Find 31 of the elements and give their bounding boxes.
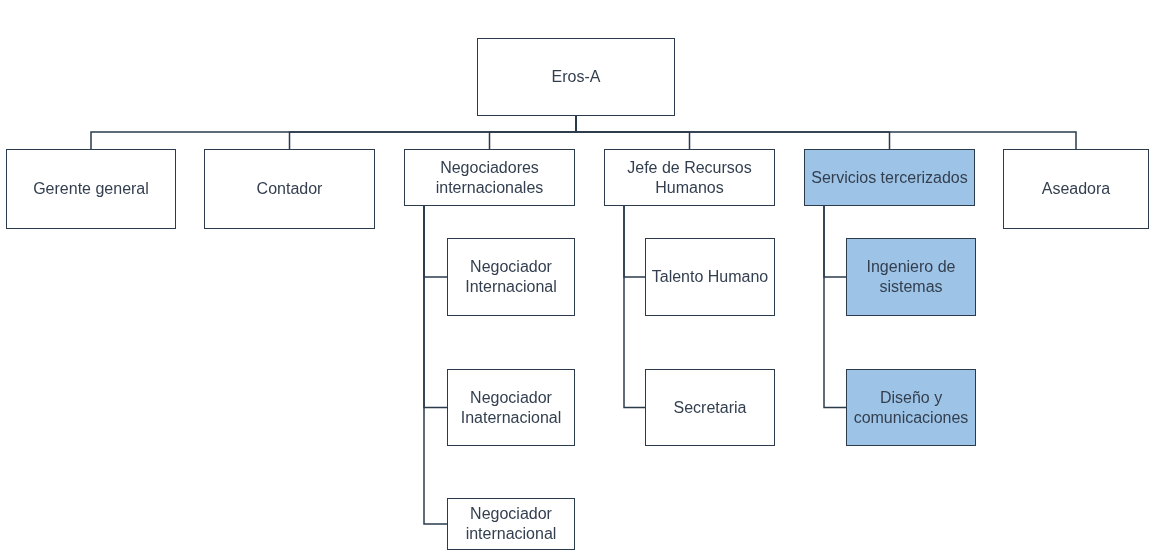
position-title: Ingeniero de sistemas: [865, 257, 957, 297]
connector-line: [623, 205, 646, 409]
position-title: Eros-A: [551, 67, 601, 87]
position-title: Negociador Internacional: [464, 257, 558, 297]
position-title: Aseadora: [1041, 179, 1111, 199]
position-box: [1003, 149, 1149, 229]
position-box: [645, 238, 775, 316]
highlighted-position-box: [846, 369, 976, 446]
position-title: Negociador Inaternacional: [459, 387, 563, 428]
position-box: [604, 149, 775, 206]
highlighted-position-box: [804, 149, 975, 206]
position-box: [404, 149, 575, 206]
highlighted-position-box: [846, 238, 976, 316]
position-title: Jefe de Recursos Humanos: [626, 157, 753, 198]
connector-line: [823, 205, 847, 409]
position-title: Secretaria: [673, 397, 747, 418]
position-title: Diseño y comunicaciones: [852, 387, 970, 428]
position-title: Gerente general: [33, 179, 149, 199]
position-box: [447, 369, 575, 446]
position-title: Negociadores internacionales: [434, 157, 545, 198]
position-box: [204, 149, 375, 229]
position-box: [447, 238, 575, 316]
position-box: [477, 38, 675, 116]
position-title: Negociador internacional: [464, 504, 558, 544]
position-title: Contador: [256, 179, 323, 199]
position-title: Talento Humano: [651, 267, 769, 287]
position-box: [447, 498, 575, 550]
connector-line: [423, 205, 448, 525]
position-box: [645, 369, 775, 446]
position-title: Servicios tercerizados: [811, 167, 968, 188]
position-box: [6, 149, 176, 229]
